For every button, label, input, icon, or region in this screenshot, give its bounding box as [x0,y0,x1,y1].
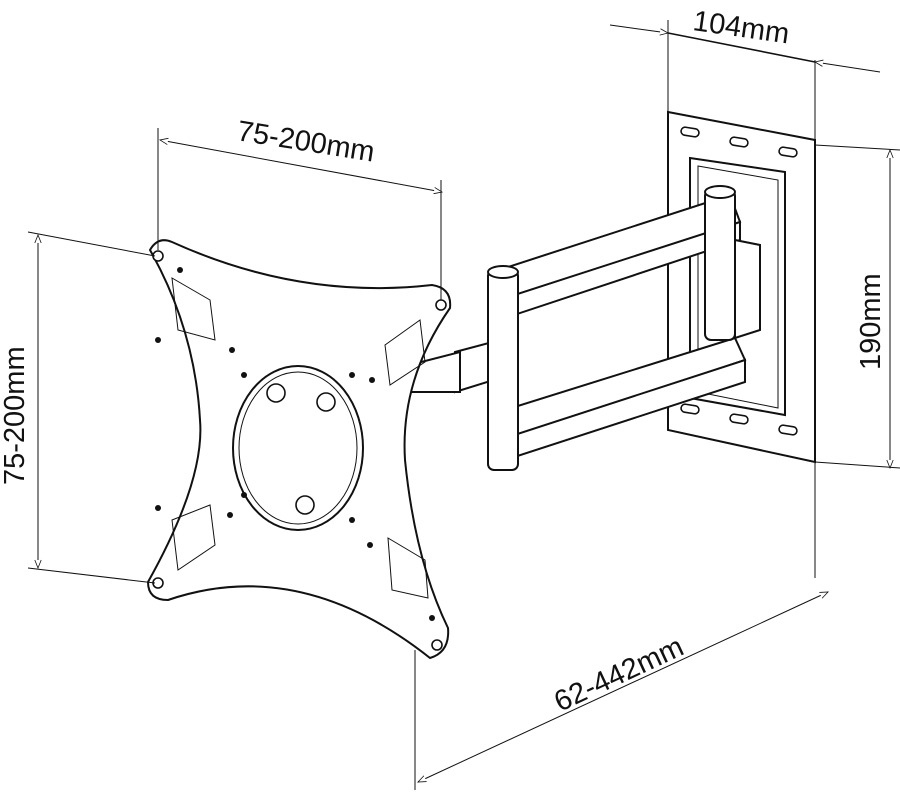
label-arm-extension: 62-442mm [549,631,688,719]
label-wall-plate-height: 190mm [855,273,887,370]
dimension-lines [27,20,900,790]
swing-arm [389,185,761,471]
label-vesa-horizontal: 75-200mm [235,115,377,168]
vesa-plate [146,239,452,660]
label-wall-plate-width: 104mm [691,5,791,50]
label-vesa-vertical: 75-200mm [0,346,31,485]
